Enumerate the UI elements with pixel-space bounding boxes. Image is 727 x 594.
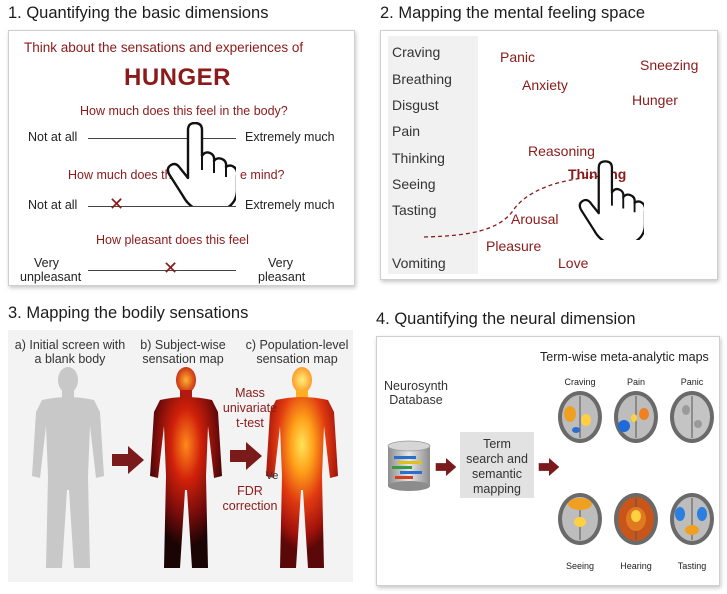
space-word-sneezing[interactable]: Sneezing <box>640 57 699 73</box>
question-mind-left: How much does th <box>68 168 172 182</box>
panel1-prompt: Think about the sensations and experienc… <box>24 40 304 55</box>
brain-map-craving <box>558 391 602 443</box>
space-word-pleasure[interactable]: Pleasure <box>486 238 542 254</box>
q3-scale-line[interactable] <box>88 270 236 271</box>
arrow-right-icon <box>435 458 457 476</box>
space-word-love[interactable]: Love <box>558 255 589 271</box>
arrow-right-icon <box>112 446 144 474</box>
term-label-1: Term <box>483 437 511 451</box>
space-word-panic[interactable]: Panic <box>500 49 536 65</box>
fdr-label-1: FDR <box>237 484 263 498</box>
arrow-right-icon <box>230 442 262 470</box>
panel4-title: 4. Quantifying the neural dimension <box>376 310 636 328</box>
arrow-right-icon <box>538 458 560 476</box>
database-icon <box>387 440 431 491</box>
space-word-hunger[interactable]: Hunger <box>632 92 678 108</box>
list-item-seeing[interactable]: Seeing <box>392 176 436 192</box>
q3-right-anchor-2: pleasant <box>258 270 306 284</box>
brain-label-seeing: Seeing <box>565 561 595 571</box>
panel2-title: 2. Mapping the mental feeling space <box>380 4 646 22</box>
brain-map-panic <box>670 391 714 443</box>
q1-right-anchor: Extremely much <box>245 130 335 144</box>
drag-path <box>423 175 607 238</box>
space-word-anxiety[interactable]: Anxiety <box>522 77 568 93</box>
mass-label-2: univariate <box>222 401 278 415</box>
space-word-reasoning[interactable]: Reasoning <box>528 143 595 159</box>
list-item-disgust[interactable]: Disgust <box>392 97 439 113</box>
q2-scale-line[interactable] <box>88 206 236 207</box>
mass-label-3: t-test <box>236 416 264 430</box>
list-item-craving[interactable]: Craving <box>392 44 441 60</box>
list-item-thinking[interactable]: Thinking <box>392 150 445 166</box>
subject-heatmap-silhouette <box>150 367 222 568</box>
question-pleasant: How pleasant does this feel <box>96 233 249 247</box>
q1-scale-line[interactable] <box>88 138 236 139</box>
q2-x-marker: ✕ <box>109 194 125 214</box>
db-label-2: Database <box>389 393 443 407</box>
list-item-vomiting[interactable]: Vomiting <box>392 255 446 271</box>
panel1-title: 1. Quantifying the basic dimensions <box>8 4 269 22</box>
q3-x-marker: ✕ <box>163 258 179 278</box>
q3-left-anchor-2: unpleasant <box>20 270 82 284</box>
term-label-4: mapping <box>473 482 521 496</box>
hand-pointer-icon <box>578 160 644 240</box>
q2-right-anchor: Extremely much <box>245 198 335 212</box>
db-label-1: Neurosynth <box>384 379 448 393</box>
ve-fragment: Ve <box>265 470 279 482</box>
hand-pointer-icon <box>166 122 236 206</box>
q1-left-anchor: Not at all <box>28 130 78 144</box>
caption-subject-map-2: sensation map <box>142 352 224 366</box>
brain-label-hearing: Hearing <box>620 561 652 571</box>
q2-left-anchor: Not at all <box>28 198 78 212</box>
list-item-tasting[interactable]: Tasting <box>392 202 437 218</box>
caption-initial-screen-1: a) Initial screen with <box>14 338 126 352</box>
term-label-3: semantic <box>471 467 523 481</box>
list-item-breathing[interactable]: Breathing <box>392 71 452 87</box>
maps-title: Term-wise meta-analytic maps <box>540 350 709 364</box>
panel3-title: 3. Mapping the bodily sensations <box>8 304 249 322</box>
brain-map-pain <box>614 391 658 443</box>
panel1-frame <box>8 30 355 286</box>
brain-map-tasting <box>670 493 714 545</box>
fdr-label-2: correction <box>222 499 278 513</box>
caption-population-map-1: c) Population-level <box>245 338 349 352</box>
brain-label-pain: Pain <box>626 377 645 387</box>
q3-right-anchor-1: Very <box>268 256 294 270</box>
caption-subject-map-1: b) Subject-wise <box>140 338 226 352</box>
space-word-arousal[interactable]: Arousal <box>511 211 559 227</box>
panel1-term: HUNGER <box>124 64 232 91</box>
blank-body-silhouette <box>32 367 104 568</box>
population-heatmap-silhouette <box>266 367 338 568</box>
mass-label-1: Mass <box>235 386 265 400</box>
q3-left-anchor-1: Very <box>34 256 60 270</box>
brain-label-panic: Panic <box>680 377 704 387</box>
brain-map-seeing <box>558 493 602 545</box>
term-label-2: search and <box>466 452 528 466</box>
brain-map-hearing <box>614 493 658 545</box>
term-mapping-box <box>460 432 534 498</box>
question-mind-right: e mind? <box>240 168 285 182</box>
caption-initial-screen-2: a blank body <box>34 352 106 366</box>
list-item-pain[interactable]: Pain <box>392 123 421 139</box>
brain-label-tasting: Tasting <box>677 561 707 571</box>
brain-label-craving: Craving <box>564 377 596 387</box>
caption-population-map-2: sensation map <box>256 352 338 366</box>
panel4-frame <box>376 336 720 586</box>
question-body: How much does this feel in the body? <box>80 104 288 118</box>
